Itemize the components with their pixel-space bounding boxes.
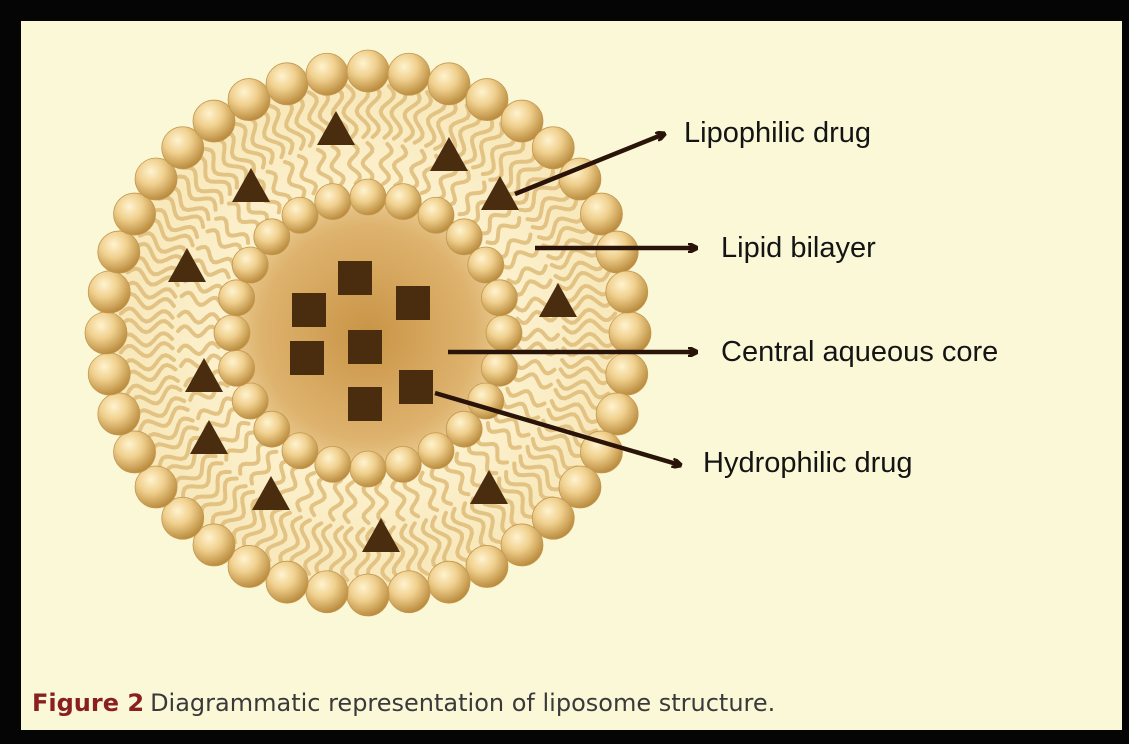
inner-lipid-head	[282, 197, 318, 233]
outer-lipid-head	[580, 193, 622, 235]
outer-lipid-head	[596, 393, 638, 435]
caption-figure-number: Figure 2	[32, 689, 144, 717]
inner-lipid-head	[350, 451, 386, 487]
outer-lipid-head	[88, 271, 130, 313]
outer-lipid-head	[193, 100, 235, 142]
inner-lipid-head	[385, 184, 421, 220]
inner-lipid-head	[315, 184, 351, 220]
outer-lipid-head	[609, 312, 651, 354]
hydrophilic-drug-square	[348, 330, 382, 364]
outer-lipid-head	[388, 53, 430, 95]
outer-lipid-head	[428, 63, 470, 105]
inner-lipid-head	[214, 315, 250, 351]
caption-text: Diagrammatic representation of liposome …	[150, 689, 775, 717]
hydrophilic-drug-square	[399, 370, 433, 404]
outer-lipid-head	[347, 574, 389, 616]
outer-lipid-head	[466, 545, 508, 587]
outer-lipid-head	[388, 571, 430, 613]
hydrophilic-drug-square	[396, 286, 430, 320]
outer-lipid-head	[228, 545, 270, 587]
label-lipid-bilayer: Lipid bilayer	[721, 234, 876, 263]
outer-lipid-head	[114, 193, 156, 235]
inner-lipid-head	[219, 280, 255, 316]
hydrophilic-drug-square	[338, 261, 372, 295]
outer-lipid-head	[347, 50, 389, 92]
inner-lipid-head	[232, 383, 268, 419]
outer-lipid-head	[466, 79, 508, 121]
hydrophilic-drug-square	[292, 293, 326, 327]
outer-lipid-head	[98, 393, 140, 435]
inner-lipid-head	[385, 446, 421, 482]
inner-lipid-head	[481, 280, 517, 316]
outer-lipid-head	[306, 571, 348, 613]
inner-lipid-head	[486, 315, 522, 351]
outer-lipid-head	[266, 63, 308, 105]
outer-lipid-head	[501, 524, 543, 566]
outer-lipid-head	[98, 231, 140, 273]
hydrophilic-drug-square	[290, 341, 324, 375]
outer-lipid-head	[114, 431, 156, 473]
outer-lipid-head	[428, 561, 470, 603]
inner-lipid-head	[418, 433, 454, 469]
outer-lipid-head	[606, 353, 648, 395]
outer-lipid-head	[266, 561, 308, 603]
hydrophilic-drug-square	[348, 387, 382, 421]
outer-lipid-head	[135, 466, 177, 508]
inner-lipid-head	[481, 350, 517, 386]
inner-lipid-head	[219, 350, 255, 386]
label-lipophilic-drug: Lipophilic drug	[684, 119, 871, 148]
label-hydrophilic-drug: Hydrophilic drug	[703, 449, 913, 478]
label-central-aqueous-core: Central aqueous core	[721, 338, 998, 367]
outer-lipid-head	[85, 312, 127, 354]
figure-panel: Lipophilic drug Lipid bilayer Central aq…	[21, 21, 1122, 730]
outer-lipid-head	[606, 271, 648, 313]
inner-lipid-head	[315, 446, 351, 482]
outer-lipid-head	[88, 353, 130, 395]
outer-lipid-head	[228, 79, 270, 121]
inner-lipid-head	[350, 179, 386, 215]
outer-lipid-head	[596, 231, 638, 273]
inner-lipid-head	[468, 247, 504, 283]
outer-lipid-head	[306, 53, 348, 95]
liposome-diagram	[21, 21, 1122, 730]
